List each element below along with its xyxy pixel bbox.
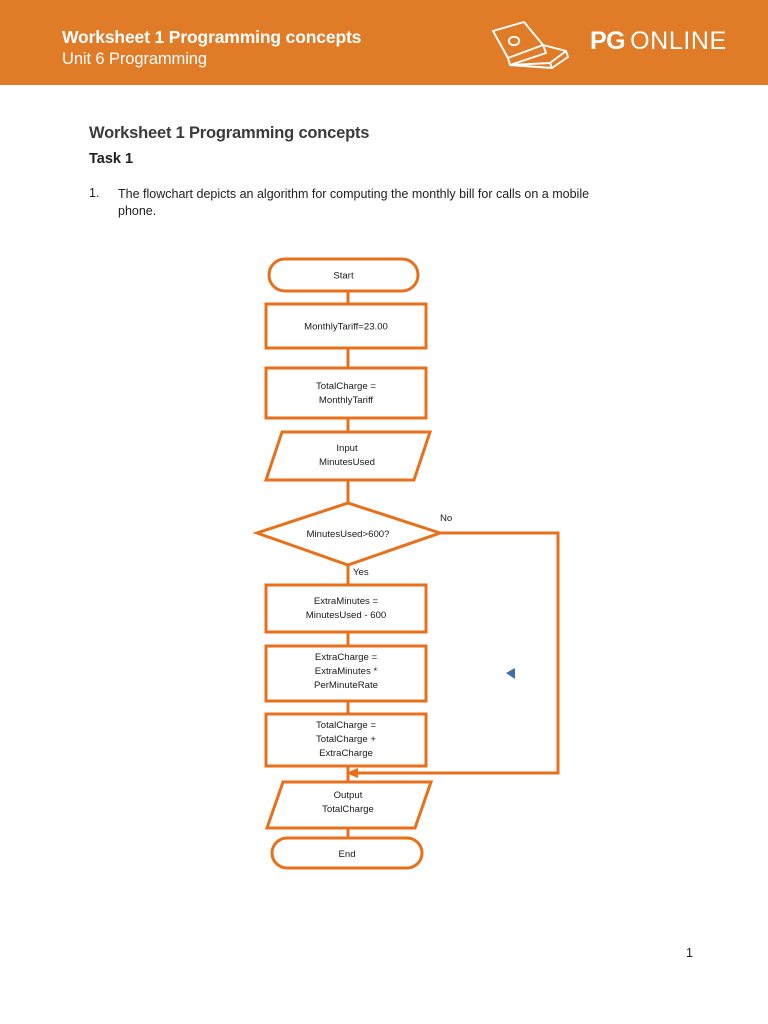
blue-triangle-cursor-icon bbox=[506, 668, 515, 679]
no-branch-arrowhead bbox=[346, 768, 358, 778]
tariff-label: MonthlyTariff=23.00 bbox=[304, 322, 388, 333]
flowchart-node-output: Output TotalCharge bbox=[264, 780, 434, 830]
logo-pg-text: PG bbox=[590, 27, 626, 55]
logo-online-text: ONLINE bbox=[630, 27, 727, 55]
decision-shape bbox=[252, 501, 445, 567]
extraminutes-shape bbox=[264, 583, 428, 634]
flowchart-node-totalcharge: TotalCharge = MonthlyTariff bbox=[264, 366, 428, 420]
branch-label-yes: Yes bbox=[353, 567, 369, 578]
header-subtitle: Unit 6 Programming bbox=[62, 49, 207, 68]
flowchart-node-start: Start bbox=[267, 257, 420, 293]
extracharge-label-line1: ExtraCharge = bbox=[315, 652, 378, 663]
page-number: 1 bbox=[686, 946, 693, 960]
totalcharge-shape bbox=[264, 366, 428, 420]
sumcharge-label-line1: TotalCharge = bbox=[316, 720, 376, 731]
flowchart-node-end: End bbox=[270, 836, 424, 870]
tariff-shape bbox=[264, 302, 428, 350]
flowchart-node-sumcharge: TotalCharge = TotalCharge + ExtraCharge bbox=[264, 712, 428, 768]
page-header: Worksheet 1 Programming concepts Unit 6 … bbox=[0, 0, 768, 85]
sumcharge-shape bbox=[264, 712, 428, 768]
flowchart-node-decision: MinutesUsed>600? bbox=[252, 501, 445, 567]
input-label-line2: MinutesUsed bbox=[319, 457, 375, 468]
question-number: 1. bbox=[89, 186, 100, 200]
extracharge-shape bbox=[264, 644, 428, 703]
output-label-line2: TotalCharge bbox=[322, 804, 374, 815]
page-title: Worksheet 1 Programming concepts bbox=[89, 124, 370, 142]
output-label-line1: Output bbox=[334, 790, 363, 801]
flowchart-node-extraminutes: ExtraMinutes = MinutesUsed - 600 bbox=[264, 583, 428, 634]
extraminutes-label-line2: MinutesUsed - 600 bbox=[306, 610, 387, 621]
flowchart-node-tariff: MonthlyTariff=23.00 bbox=[264, 302, 428, 350]
pg-online-laptop-logo-icon bbox=[492, 21, 569, 69]
input-label-line1: Input bbox=[336, 443, 358, 454]
output-shape bbox=[264, 780, 434, 830]
flowchart-connectors bbox=[346, 291, 560, 838]
end-shape bbox=[270, 836, 424, 870]
input-shape bbox=[263, 430, 433, 482]
end-label: End bbox=[338, 849, 355, 860]
decision-label: MinutesUsed>600? bbox=[307, 529, 390, 540]
extraminutes-label-line1: ExtraMinutes = bbox=[314, 596, 379, 607]
start-label: Start bbox=[333, 271, 354, 282]
question-text: The flowchart depicts an algorithm for c… bbox=[118, 187, 590, 218]
totalcharge-label-line1: TotalCharge = bbox=[316, 381, 376, 392]
flowchart-node-extracharge: ExtraCharge = ExtraMinutes * PerMinuteRa… bbox=[264, 644, 428, 703]
branch-label-no: No bbox=[440, 513, 452, 524]
flowchart-node-input: Input MinutesUsed bbox=[263, 430, 433, 482]
extracharge-label-line3: PerMinuteRate bbox=[314, 680, 378, 691]
totalcharge-label-line2: MonthlyTariff bbox=[319, 395, 374, 406]
task-heading: Task 1 bbox=[89, 151, 134, 167]
sumcharge-label-line3: ExtraCharge bbox=[319, 748, 373, 759]
extracharge-label-line2: ExtraMinutes * bbox=[315, 666, 378, 677]
sumcharge-label-line2: TotalCharge + bbox=[316, 734, 376, 745]
start-shape bbox=[267, 257, 420, 293]
header-title: Worksheet 1 Programming concepts bbox=[62, 27, 362, 47]
header-title-group: Worksheet 1 Programming concepts Unit 6 … bbox=[62, 27, 361, 69]
connector-no-branch bbox=[355, 531, 560, 775]
